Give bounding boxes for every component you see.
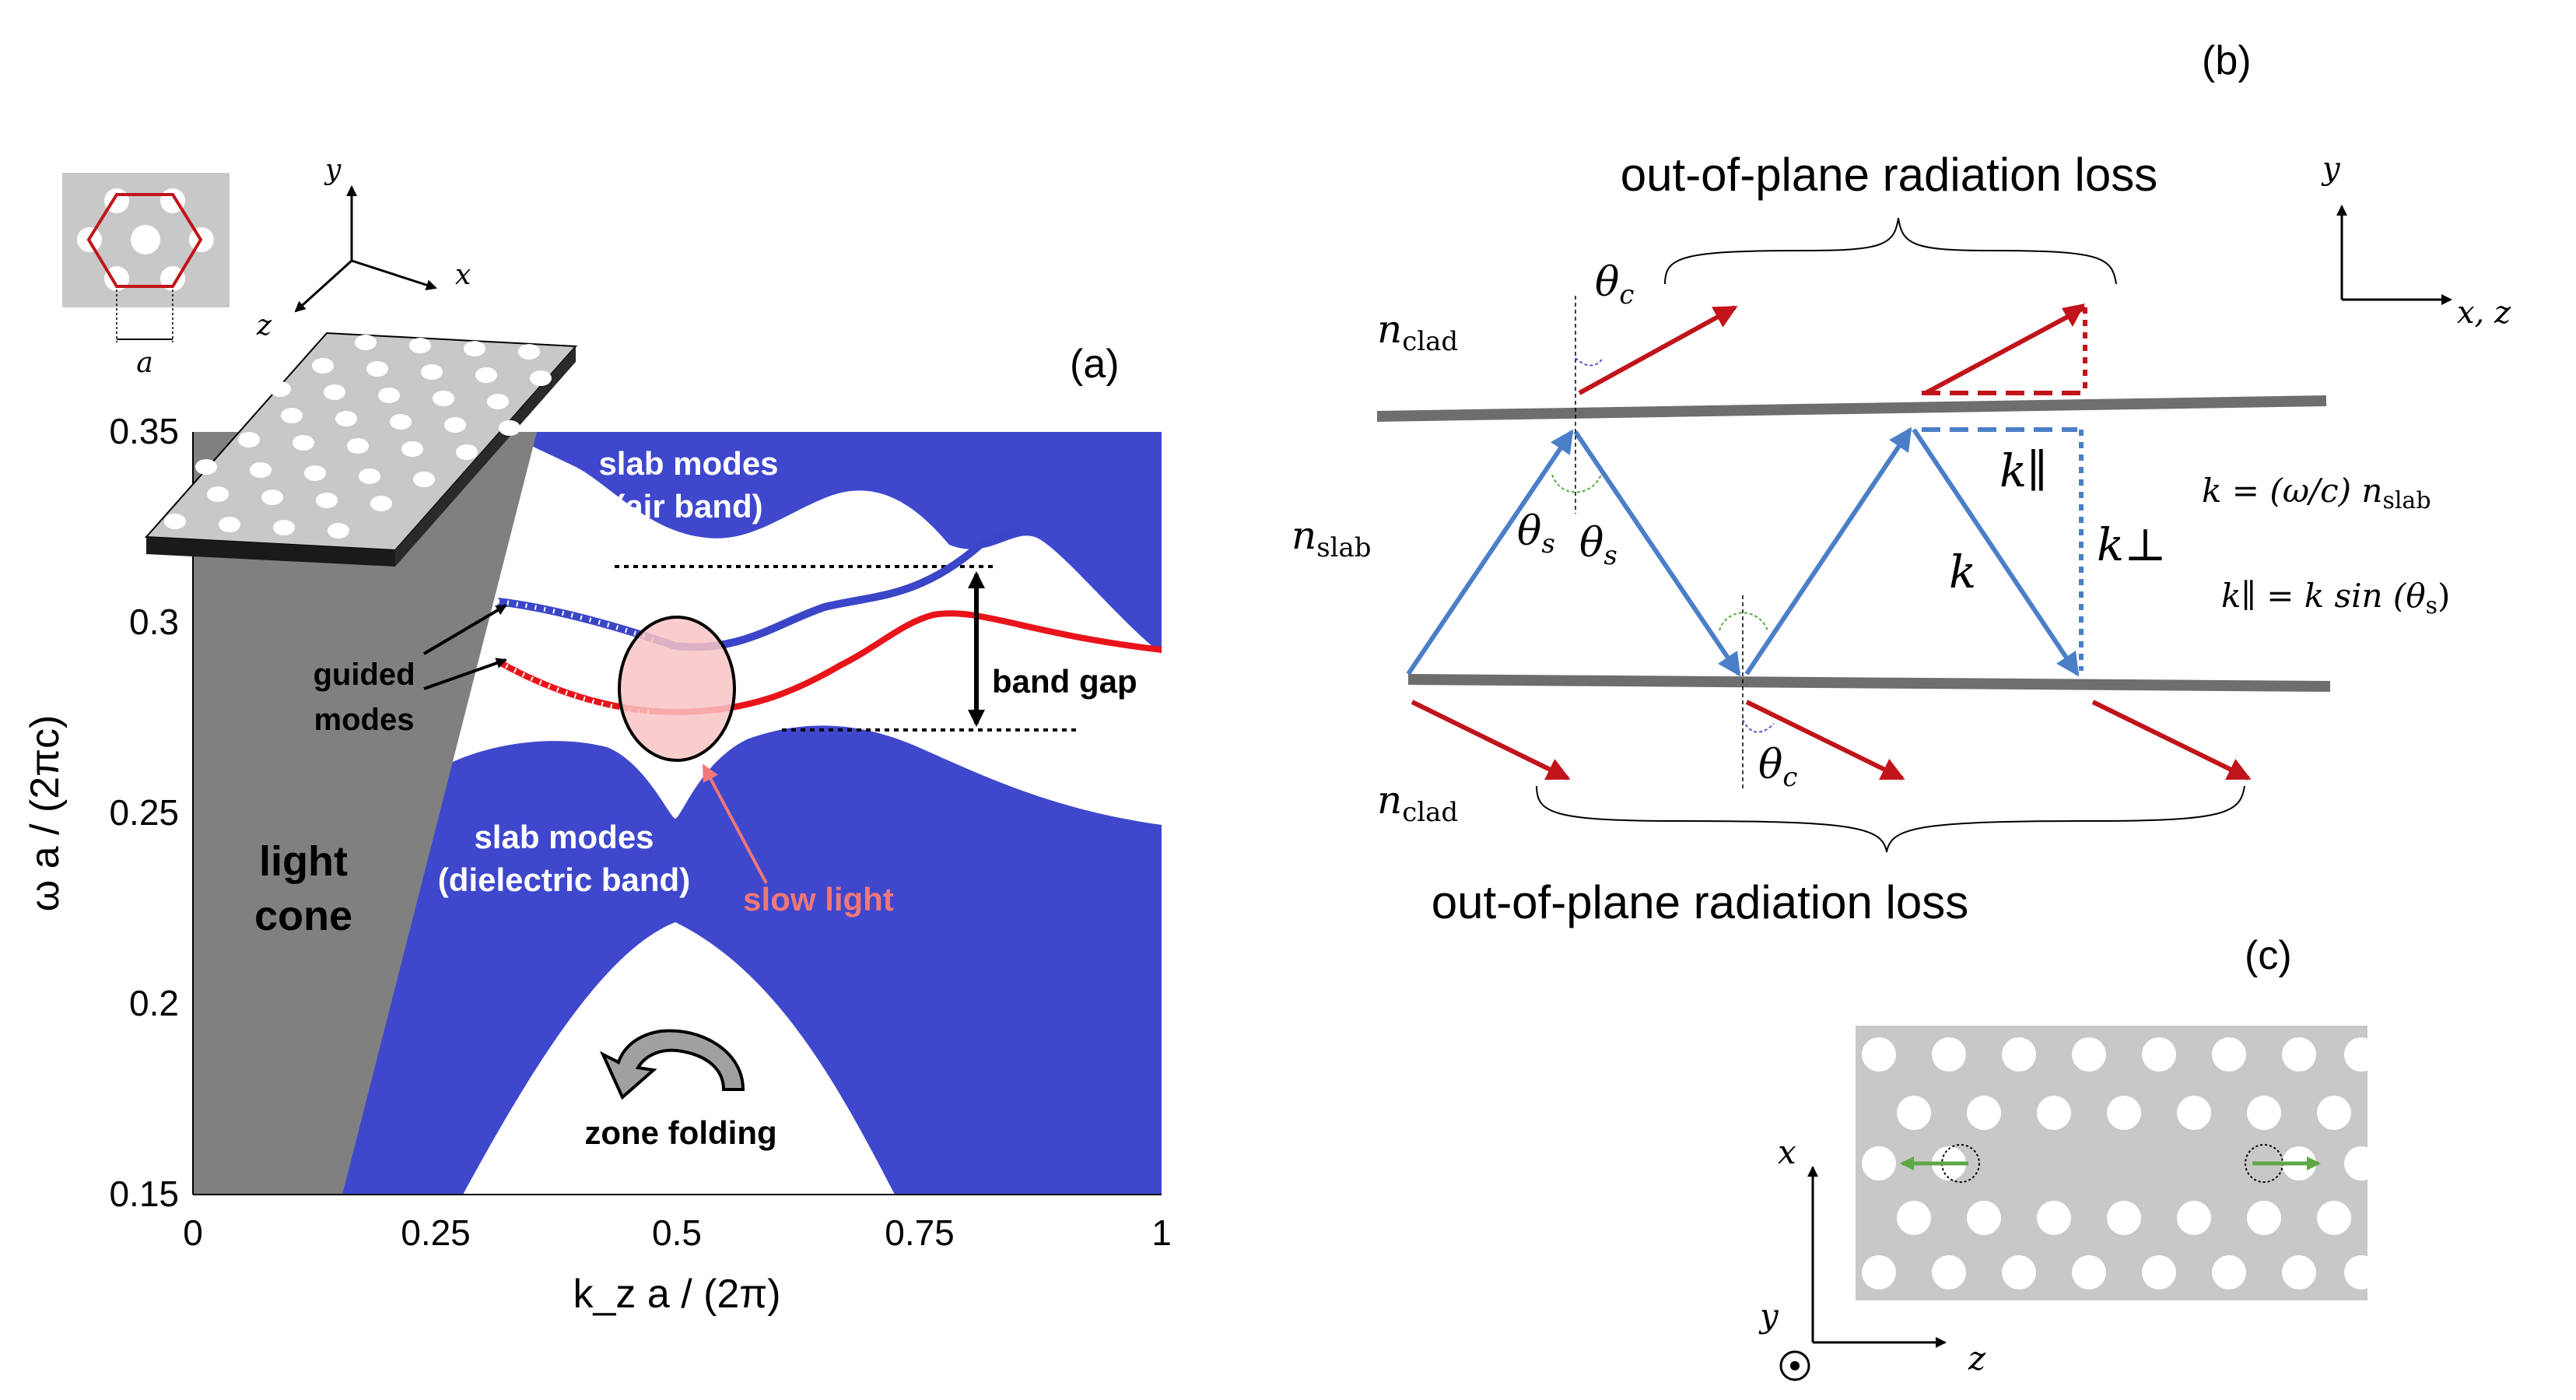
zone-folding-label: zone folding (584, 1114, 776, 1151)
air-band-label-1: slab modes (598, 445, 778, 482)
c-axis-z-label: z (1968, 1339, 1986, 1377)
theta-c-arc-top (1575, 357, 1603, 367)
b-axis-xz-label: x, z (2457, 295, 2511, 331)
slab-top-line (1376, 395, 2327, 422)
k-label: k (1949, 546, 1976, 598)
brace-top (1664, 217, 2117, 285)
equation-k-parallel: k∥ = k sin (θs) (2221, 577, 2450, 619)
blue-guided-mode (497, 525, 1021, 651)
unit-cell-inset (62, 173, 230, 342)
guided-modes-label-2: modes (314, 703, 415, 737)
light-cone-label-2: cone (254, 893, 352, 939)
n-slab-label: nslab (1292, 513, 1372, 563)
y-tick-labels: 0.15 0.2 0.25 0.3 0.35 (109, 411, 179, 1214)
lattice-constant-label: a (136, 347, 152, 379)
ray-zigzag (1406, 426, 2084, 677)
panel-label-c: (c) (2245, 933, 2292, 978)
x-tick-label: 0.25 (401, 1212, 471, 1253)
panel-b (1376, 205, 2452, 853)
y-tick-label: 0.25 (109, 792, 179, 833)
theta-c-arc-bottom (1742, 719, 1775, 733)
n-clad-top-label: nclad (1377, 307, 1458, 357)
panel-label-a: (a) (1070, 342, 1120, 387)
x-tick-label: 1 (1151, 1212, 1172, 1253)
axes-3d-inset (294, 185, 437, 313)
theta-s-right-label: θs (1579, 520, 1617, 571)
band-gap-label: band gap (992, 663, 1137, 700)
y-out-of-plane-icon (1779, 1350, 1810, 1381)
y-tick-label: 0.15 (109, 1174, 179, 1214)
radiation-arrowhead-top-right (2062, 304, 2085, 327)
x-axis-label: k_z a / (2π) (573, 1272, 780, 1317)
c-axis-y-label: y (1758, 1296, 1779, 1335)
light-cone-label-1: light (259, 838, 348, 885)
dielectric-band-label-2: (dielectric band) (438, 861, 690, 898)
guided-modes-label-1: guided (313, 658, 415, 692)
theta-c-top-label: θc (1595, 259, 1634, 311)
dielectric-band-label-1: slab modes (474, 819, 654, 855)
inset-axis-x: x (455, 259, 471, 291)
air-band-fill (513, 432, 1162, 654)
y-axis-label: ω a / (2πc) (23, 715, 68, 912)
guided-pointer-2 (423, 658, 507, 690)
dielectric-band-fill (336, 725, 1162, 1195)
radiation-arrows (1411, 305, 2252, 781)
k-parallel-label: k∥ (1999, 444, 2048, 497)
slab-holes (164, 335, 552, 539)
brace-bottom (1536, 785, 2245, 853)
radiation-loss-top: out-of-plane radiation loss (1621, 149, 2157, 201)
y-tick-label: 0.2 (129, 983, 179, 1023)
b-axis-y-label: y (2321, 151, 2341, 187)
theta-c-bottom-label: θc (1758, 742, 1797, 793)
band-fills (193, 432, 1162, 1195)
slow-light-ellipse (618, 616, 736, 762)
x-tick-label: 0.5 (652, 1212, 702, 1253)
y-out-of-plane-dot (1790, 1361, 1800, 1370)
zone-folding-icon (599, 1029, 745, 1100)
x-tick-label: 0.75 (885, 1212, 955, 1253)
theta-s-arc (1551, 474, 1602, 493)
x-tick-label: 0 (183, 1212, 203, 1253)
y-tick-label: 0.3 (129, 602, 179, 642)
air-band-label-2: (air band) (614, 488, 762, 525)
slow-light-label: slow light (743, 881, 894, 918)
theta-s-arc-bottom (1719, 612, 1768, 631)
x-tick-labels: 0 0.25 0.5 0.75 1 (183, 1212, 1172, 1253)
k-perp-label: k⊥ (2097, 518, 2167, 571)
guided-pointer-1 (422, 604, 507, 655)
theta-s-left-label: θs (1517, 508, 1555, 560)
inset-axis-y: y (324, 154, 342, 186)
y-tick-label: 0.35 (109, 411, 179, 451)
inset-axis-z: z (256, 310, 272, 342)
panel-label-b: (b) (2202, 38, 2252, 83)
c-axis-x-label: x (1778, 1133, 1796, 1171)
light-cone (193, 432, 537, 1195)
equation-k: k = (ω/c) nslab (2202, 472, 2431, 514)
panel-a (62, 173, 1162, 1195)
panel-c (1779, 1026, 2378, 1381)
n-clad-bottom-label: nclad (1377, 777, 1458, 828)
slab-3d-inset (144, 332, 578, 567)
radiation-loss-bottom: out-of-plane radiation loss (1432, 876, 1968, 928)
slow-light-pointer (703, 763, 768, 884)
slab-bottom-line (1407, 674, 2331, 692)
waveguide-holes (1862, 1037, 2378, 1289)
